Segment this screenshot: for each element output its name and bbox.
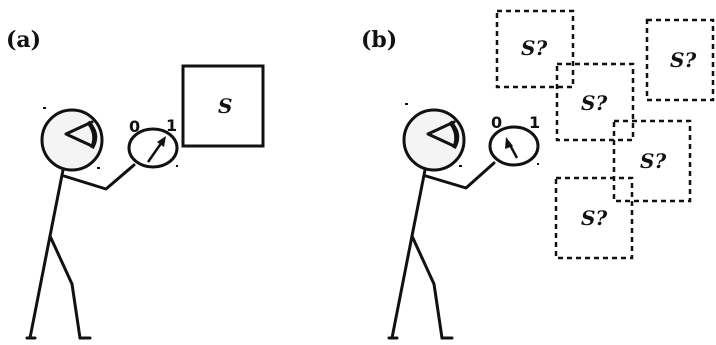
panel-a-label: (a): [6, 27, 41, 53]
possible-system-label-4: S?: [640, 149, 666, 173]
panel-b: (b) 0 1 S?: [361, 9, 715, 340]
possible-system-box-1: [495, 9, 575, 89]
observer-arm: [62, 163, 136, 191]
eye-icon: [426, 120, 460, 149]
panel-b-label: (b): [361, 27, 397, 53]
meter-tick-high: 1: [166, 116, 177, 135]
possible-system-box-4: [612, 119, 692, 203]
possible-system-label-3: S?: [670, 48, 696, 72]
system-box: [181, 64, 265, 148]
meter-tick-low: 0: [129, 117, 140, 136]
possible-system-label-5: S?: [581, 206, 607, 230]
measurement-dial-icon: [127, 127, 179, 169]
possible-system-box-2: [555, 62, 635, 142]
possible-system-box-5: [554, 176, 634, 260]
observer-figure-a: [25, 107, 136, 340]
eye-icon: [64, 120, 98, 149]
possible-system-box-3: [645, 18, 715, 102]
measurement-dial-icon: [488, 125, 540, 167]
observer-leg: [410, 234, 444, 340]
system-label: S: [218, 94, 232, 118]
possible-system-label-2: S?: [581, 91, 607, 115]
meter-tick-high: 1: [529, 113, 540, 132]
panel-a: (a) 0 1 S: [6, 27, 265, 340]
observer-arm: [424, 161, 496, 190]
observer-figure-b: [387, 103, 496, 340]
observer-leg: [48, 234, 82, 340]
meter-tick-low: 0: [491, 113, 502, 132]
possible-system-label-1: S?: [521, 36, 547, 60]
